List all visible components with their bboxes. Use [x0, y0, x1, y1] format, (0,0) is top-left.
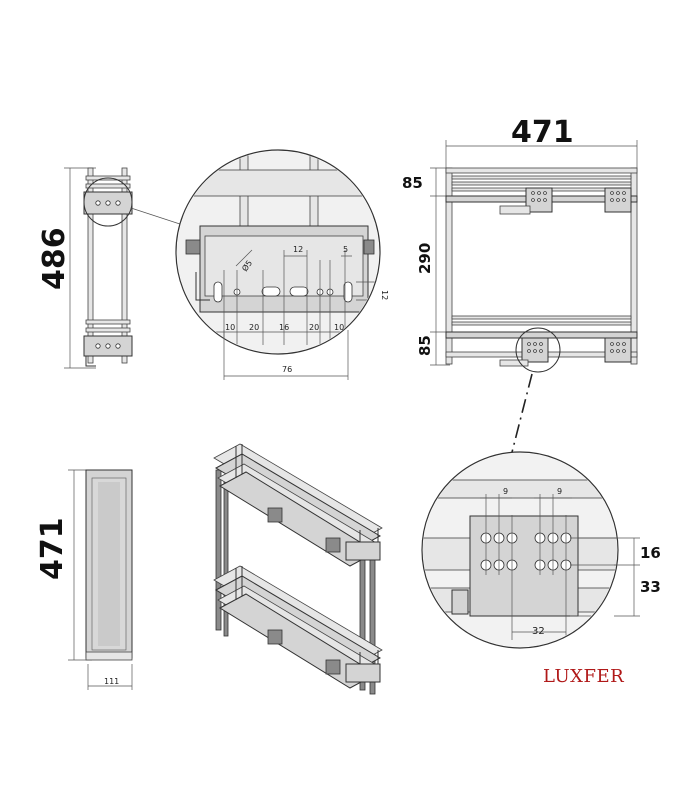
detail-total: 76: [282, 365, 292, 374]
detail-spacing-12: 12: [293, 245, 303, 254]
bracket-hole-9b: 9: [557, 487, 562, 496]
detail-seg-3: 16: [279, 323, 289, 332]
detail-seg-2: 20: [249, 323, 259, 332]
front-shelf-gap-label: 290: [416, 243, 434, 274]
bracket-width-32: 32: [532, 626, 545, 637]
detail-seg-5: 10: [334, 323, 344, 332]
bracket-hole-9a: 9: [503, 487, 508, 496]
side-width-label: 111: [104, 677, 119, 686]
detail-height-12: 12: [380, 290, 389, 300]
top-basket: [213, 443, 383, 567]
detail-seg-4: 20: [309, 323, 319, 332]
side-view-top: [64, 167, 187, 369]
isometric-view: [213, 443, 383, 695]
detail-seg-1: 10: [225, 323, 235, 332]
front-width-label: 471: [511, 115, 574, 150]
detail-circle-bracket: 9 9 16 33 32: [421, 451, 661, 649]
front-bottom-gap-label: 85: [416, 335, 434, 356]
brand-logo: LUXFER: [543, 666, 624, 687]
bracket-height-16: 16: [640, 544, 661, 562]
side-height-label: 486: [37, 227, 72, 290]
detail-circle-rail: Ø5 12 5 12 10 20 16 20 10 76: [175, 149, 389, 380]
side-view-bottom: [68, 469, 133, 690]
bracket-height-33: 33: [640, 578, 661, 596]
detail-spacing-5: 5: [343, 245, 348, 254]
front-top-gap-label: 85: [402, 174, 423, 192]
bottom-basket: [213, 565, 383, 689]
side-depth-label: 471: [35, 517, 70, 580]
front-view: [430, 140, 638, 461]
